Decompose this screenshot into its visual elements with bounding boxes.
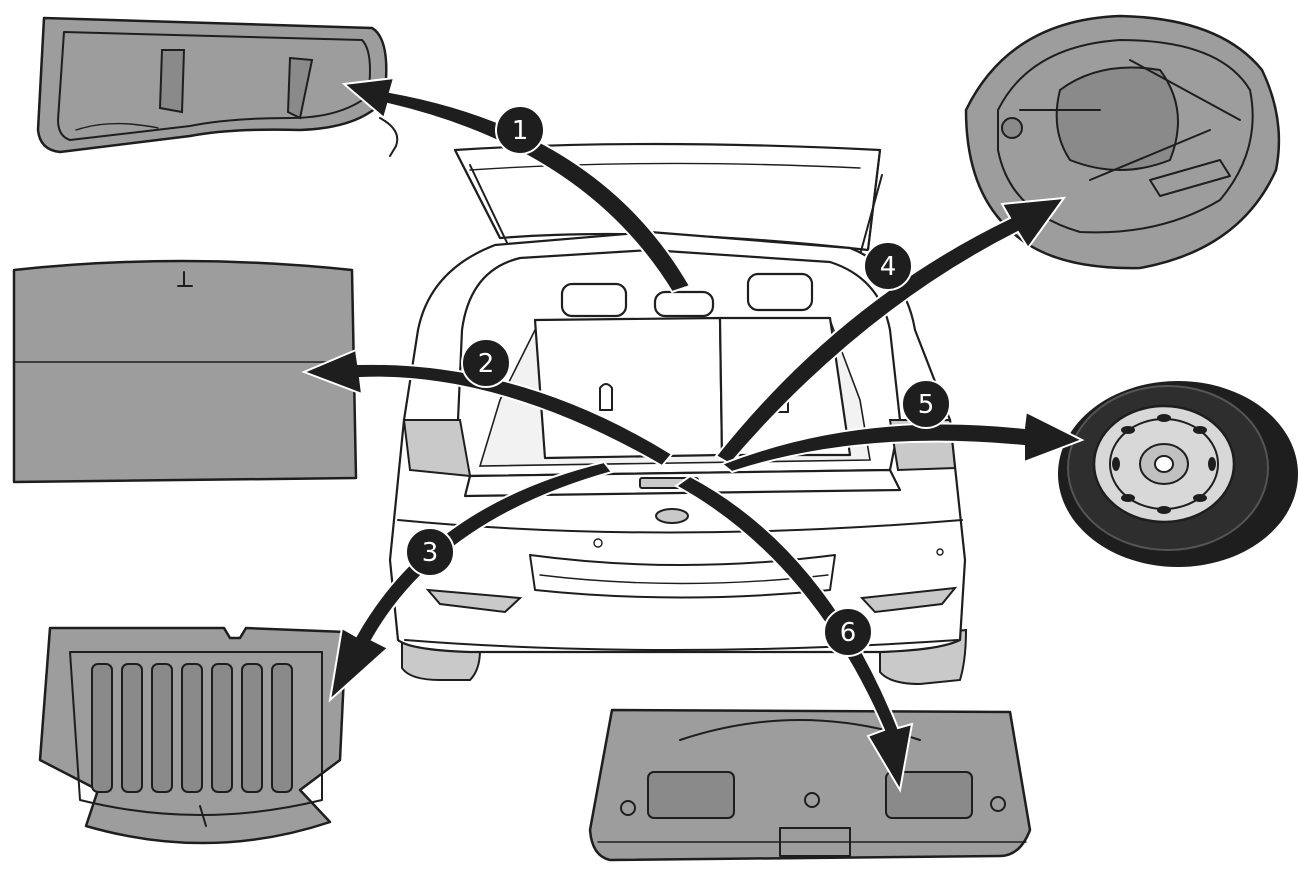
parcel-shelf-part <box>36 16 399 157</box>
callout-number: 3 <box>422 538 439 568</box>
callout-number: 1 <box>512 116 529 146</box>
car-rear-view <box>388 142 968 686</box>
spare-wheel-part <box>1058 381 1298 567</box>
callout-badge-3: 3 <box>405 527 455 577</box>
boot-floor-tray-part <box>38 626 348 845</box>
tray-ribs <box>91 663 293 793</box>
arrow-4 <box>714 196 1067 466</box>
arrow-3 <box>328 460 614 703</box>
callout-badge-4: 4 <box>863 241 913 291</box>
boot-sill-trim-part <box>588 708 1032 862</box>
callout-arrows <box>301 76 1085 793</box>
arrow-1 <box>341 76 692 294</box>
arrow-6 <box>674 474 914 793</box>
callout-badge-2: 2 <box>461 338 511 388</box>
callout-number: 6 <box>840 618 857 648</box>
arrow-5 <box>720 410 1085 474</box>
load-cover-part <box>12 259 358 484</box>
callout-number: 4 <box>880 252 897 282</box>
callout-badge-1: 1 <box>495 105 545 155</box>
callout-number: 5 <box>918 390 935 420</box>
arrow-2 <box>301 348 674 468</box>
wheel-vent-holes <box>1112 414 1216 514</box>
callout-number: 2 <box>478 349 495 379</box>
callout-badge-5: 5 <box>901 379 951 429</box>
callout-badge-6: 6 <box>823 607 873 657</box>
